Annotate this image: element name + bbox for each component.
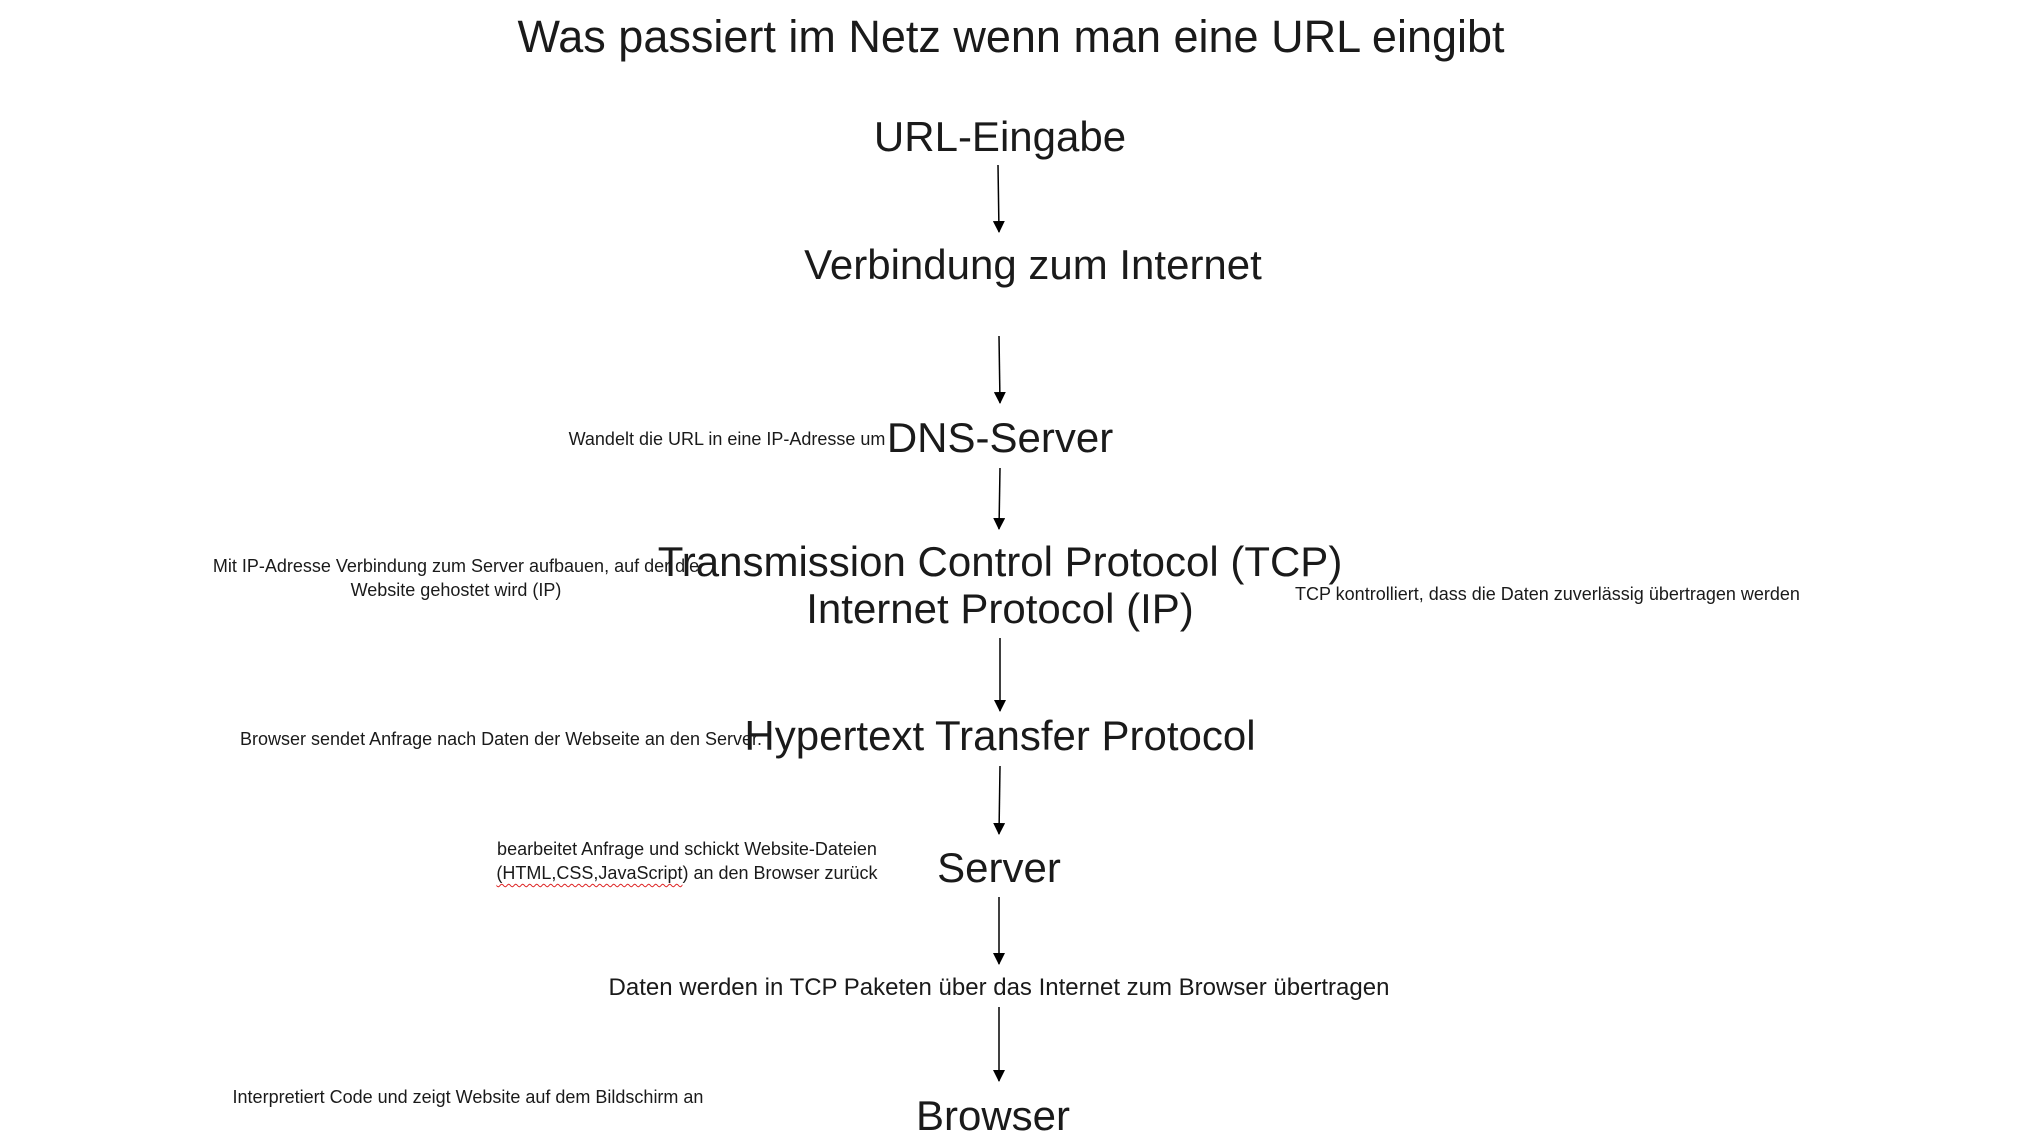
node-transfer: Daten werden in TCP Paketen über das Int… (608, 974, 1390, 1001)
node-browser: Browser (915, 1092, 1071, 1139)
note-server-spellcheck-text: (HTML,CSS,JavaScript (496, 863, 683, 883)
node-ip: Internet Protocol (IP) (806, 585, 1194, 632)
note-tcpip-line1: Mit IP-Adresse Verbindung zum Server auf… (212, 556, 700, 576)
note-tcpip-line2: Website gehostet wird (IP) (350, 580, 562, 600)
note-http: Browser sendet Anfrage nach Daten der We… (240, 729, 762, 749)
note-tcpip: Mit IP-Adresse Verbindung zum Server auf… (213, 554, 699, 602)
arrow-1 (992, 164, 1005, 233)
arrow-5 (993, 765, 1006, 835)
note-browser: Interpretiert Code und zeigt Website auf… (232, 1087, 704, 1107)
note-server-line1: bearbeitet Anfrage und schickt Website-D… (497, 839, 877, 859)
diagram-title: Was passiert im Netz wenn man eine URL e… (517, 11, 1505, 62)
note-tcp-right: TCP kontrolliert, dass die Daten zuverlä… (1295, 584, 1800, 604)
node-dns-server: DNS-Server (886, 414, 1114, 461)
note-dns: Wandelt die URL in eine IP-Adresse um (568, 429, 886, 449)
node-url-input: URL-Eingabe (873, 113, 1127, 160)
arrow-3 (993, 467, 1006, 530)
note-server-line2-rest: ) an den Browser zurück (682, 863, 878, 883)
note-server-line2: (HTML,CSS,JavaScript) an den Browser zur… (496, 861, 877, 885)
node-server: Server (937, 844, 1061, 891)
note-server: bearbeitet Anfrage und schickt Website-D… (496, 837, 877, 885)
node-http: Hypertext Transfer Protocol (744, 712, 1256, 759)
node-tcp: Transmission Control Protocol (TCP) (657, 538, 1343, 585)
node-internet-connection: Verbindung zum Internet (804, 241, 1262, 288)
arrow-2 (993, 335, 1006, 404)
